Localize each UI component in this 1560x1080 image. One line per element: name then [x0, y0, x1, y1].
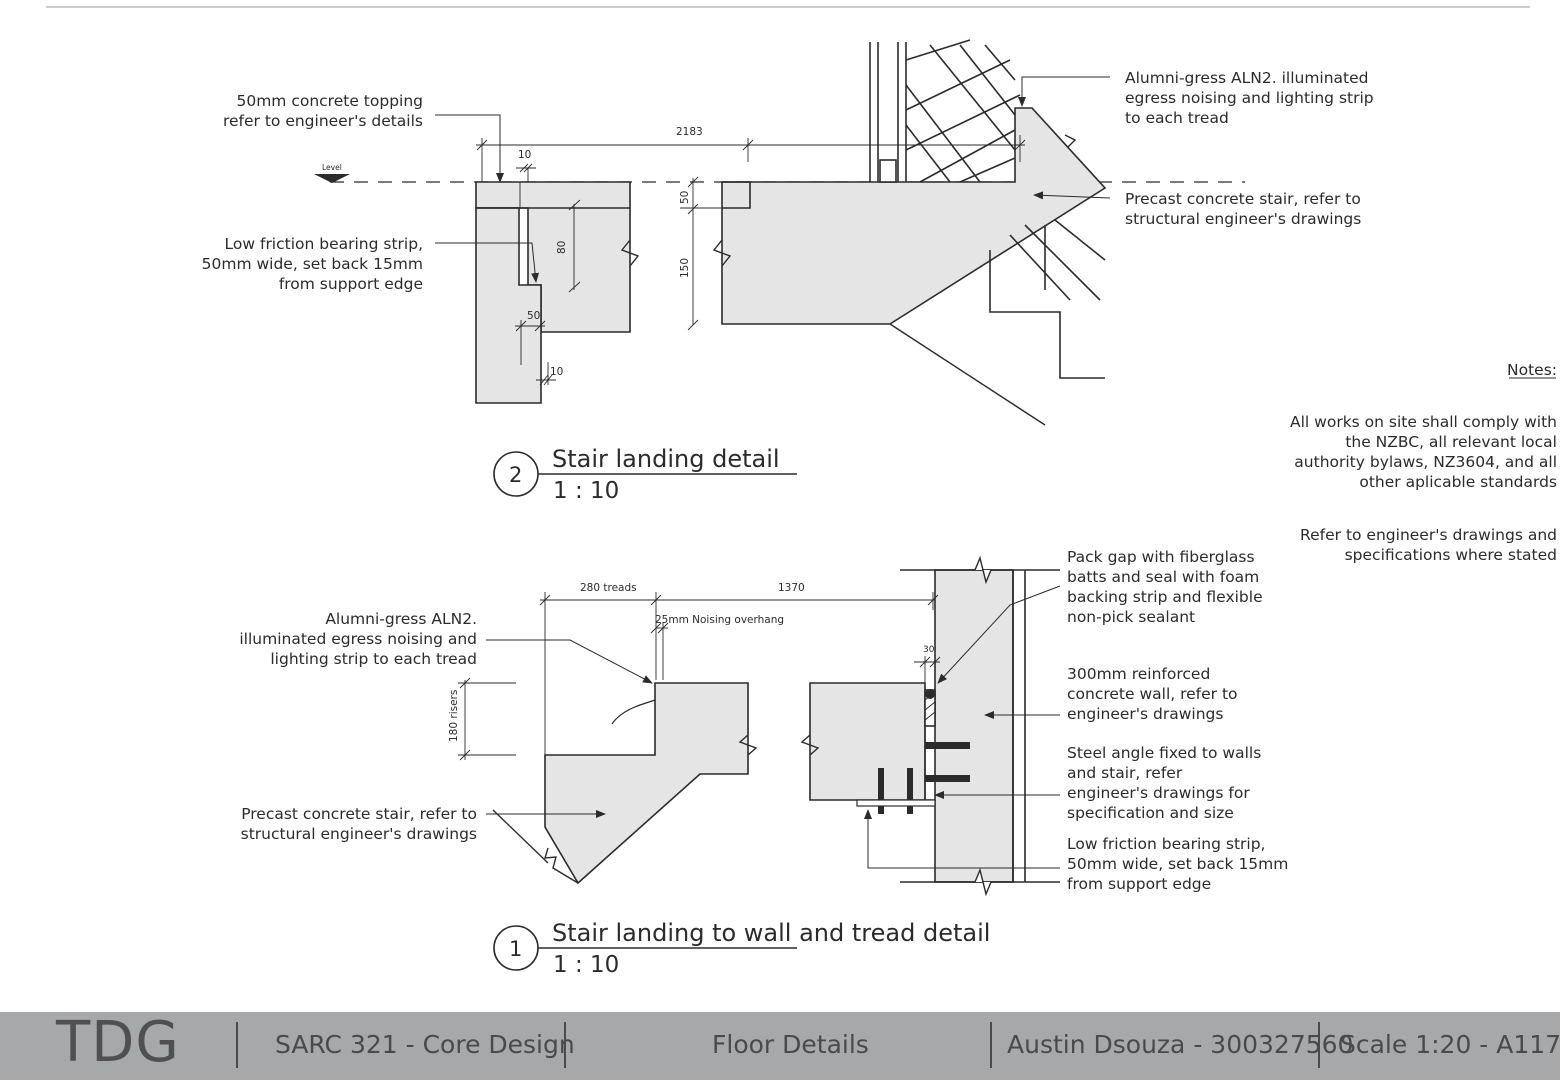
dim-50-top: 50 [679, 191, 691, 204]
title-separator [990, 1022, 992, 1068]
sheet-name: Floor Details [712, 1030, 869, 1059]
detail-1-title: Stair landing to wall and tread detail [552, 919, 991, 947]
label-nosing-strip-2: Alumni-gress ALN2. illuminated egress no… [1125, 69, 1374, 127]
dim-280-treads: 280 treads [580, 582, 637, 594]
bearing-strip [856, 799, 936, 807]
break-line [620, 239, 640, 267]
break-line [738, 734, 758, 756]
dim-nosing-overhang: 25mm Noising overhang [655, 614, 784, 626]
detail-1-drawing [492, 555, 1060, 897]
title-separator [236, 1022, 238, 1068]
precast-stair-tread [544, 682, 749, 885]
label-concrete-wall: 300mm reinforced concrete wall, refer to… [1067, 665, 1238, 723]
foam-backing-rod [925, 689, 935, 699]
label-steel-angle: Steel angle fixed to walls and stair, re… [1067, 744, 1262, 822]
notes-paragraph-2: Refer to engineer's drawings and specifi… [1300, 526, 1557, 564]
detail-2-leaders [435, 76, 1111, 283]
detail-1-dimensions [458, 592, 941, 762]
label-precast-stair-2: Precast concrete stair, refer to structu… [1125, 190, 1362, 228]
detail-1-scale: 1 : 10 [553, 952, 620, 978]
dim-30: 30 [923, 645, 935, 655]
detail-2-scale: 1 : 10 [553, 478, 620, 504]
break-line [800, 734, 820, 756]
title-separator [1318, 1022, 1320, 1068]
break-line [974, 555, 992, 585]
dim-50-bottom: 50 [527, 310, 540, 322]
label-concrete-topping: 50mm concrete topping refer to engineer'… [222, 92, 423, 130]
title-separator [564, 1022, 566, 1068]
detail-2-dimensions [476, 135, 1026, 386]
label-pack-gap: Pack gap with fiberglass batts and seal … [1067, 548, 1263, 626]
detail-2-drawing [314, 39, 1245, 426]
logo: TDG [56, 1010, 180, 1075]
dim-10-bottom: 10 [550, 366, 563, 378]
steel-angle-lower [925, 775, 970, 782]
title-block: TDG SARC 321 - Core Design Floor Details… [0, 1010, 1560, 1080]
level-marker-icon [314, 174, 350, 183]
label-bearing-strip-2: Low friction bearing strip, 50mm wide, s… [201, 235, 423, 293]
break-line [544, 847, 579, 884]
detail-2-number: 2 [509, 463, 522, 487]
concrete-wall [934, 569, 1014, 883]
course-code: SARC 321 - Core Design [275, 1030, 575, 1059]
notes-heading: Notes: [1507, 361, 1557, 379]
label-nosing-strip-1: Alumni-gress ALN2. illuminated egress no… [239, 610, 477, 668]
label-bearing-strip-1: Low friction bearing strip, 50mm wide, s… [1067, 835, 1289, 893]
dim-180-risers: 180 risers [448, 690, 460, 742]
break-line [974, 867, 992, 897]
dim-80: 80 [556, 241, 568, 254]
level-label: Level [322, 163, 342, 172]
detail-2-title: Stair landing detail [552, 445, 780, 473]
author-name: Austin Dsouza - 300327560 [1007, 1030, 1354, 1059]
detail-1-number: 1 [509, 937, 522, 961]
drawing-sheet: 2183 10 Level 80 50 150 50 10 2 [46, 6, 1556, 971]
precast-stair-body [721, 107, 1107, 325]
dim-150: 150 [679, 258, 691, 278]
detail-1-leaders [486, 585, 1061, 869]
break-line [712, 239, 732, 267]
dim-10-top: 10 [518, 149, 531, 161]
dim-2183: 2183 [676, 126, 703, 138]
sheet-scale: Scale 1:20 - A117 [1340, 1030, 1560, 1059]
label-precast-stair-1: Precast concrete stair, refer to structu… [240, 805, 477, 843]
notes-paragraph-1: All works on site shall comply with the … [1290, 413, 1557, 491]
dim-1370: 1370 [778, 582, 805, 594]
steel-angle-upper [925, 742, 970, 749]
